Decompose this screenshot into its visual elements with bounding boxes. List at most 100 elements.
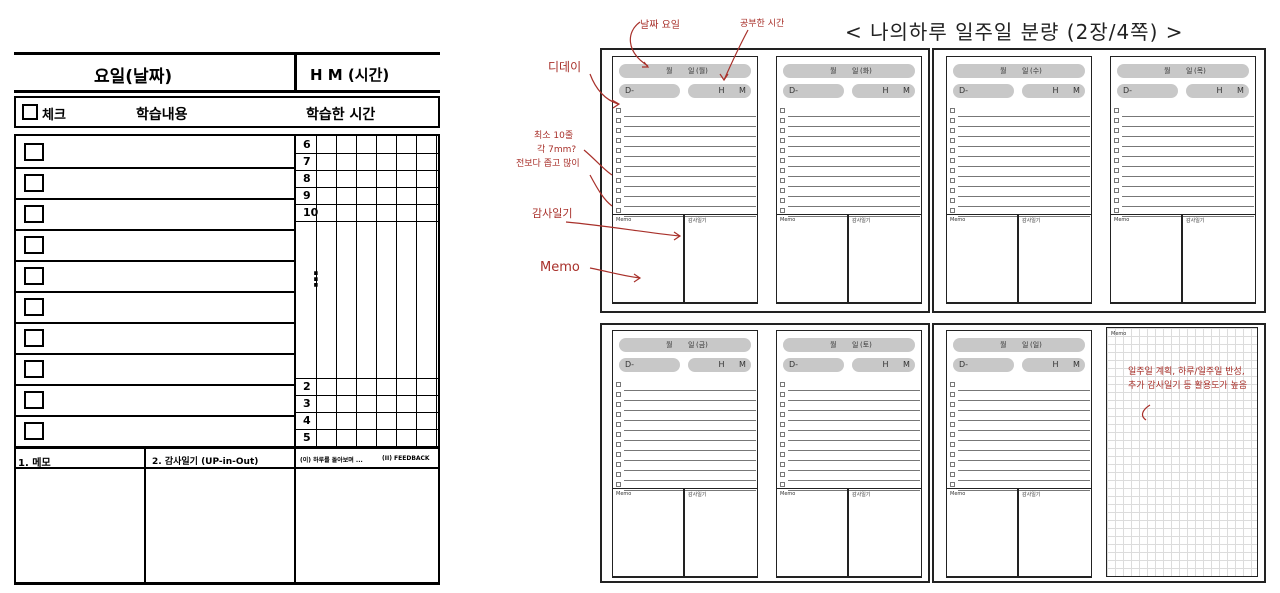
task-checkbox[interactable] (950, 452, 955, 457)
task-checkbox[interactable] (24, 422, 44, 440)
task-checkbox[interactable] (616, 402, 621, 407)
task-checkbox[interactable] (616, 198, 621, 203)
task-checkbox[interactable] (1114, 198, 1119, 203)
task-checkbox[interactable] (950, 402, 955, 407)
task-rule (624, 176, 756, 177)
task-checkbox[interactable] (1114, 178, 1119, 183)
task-rule (958, 146, 1090, 147)
task-checkbox[interactable] (616, 158, 621, 163)
task-checkbox[interactable] (616, 208, 621, 213)
task-checkbox[interactable] (780, 208, 785, 213)
task-checkbox[interactable] (780, 412, 785, 417)
task-rule (1122, 196, 1254, 197)
task-checkbox[interactable] (1114, 158, 1119, 163)
task-checkbox[interactable] (950, 188, 955, 193)
task-checkbox[interactable] (780, 198, 785, 203)
task-checkbox[interactable] (780, 432, 785, 437)
task-checkbox[interactable] (780, 128, 785, 133)
task-rule (788, 176, 920, 177)
task-checkbox[interactable] (24, 174, 44, 192)
task-checkbox[interactable] (616, 178, 621, 183)
header-check-box[interactable] (22, 104, 38, 120)
task-checkbox[interactable] (24, 298, 44, 316)
task-checkbox[interactable] (1114, 168, 1119, 173)
task-checkbox[interactable] (616, 382, 621, 387)
task-checkbox[interactable] (1114, 208, 1119, 213)
task-checkbox[interactable] (616, 148, 621, 153)
task-checkbox[interactable] (780, 168, 785, 173)
task-checkbox[interactable] (950, 148, 955, 153)
task-checkbox[interactable] (616, 108, 621, 113)
task-checkbox[interactable] (24, 329, 44, 347)
task-checkbox[interactable] (780, 108, 785, 113)
task-checkbox[interactable] (950, 392, 955, 397)
task-checkbox[interactable] (950, 208, 955, 213)
task-checkbox[interactable] (616, 462, 621, 467)
task-checkbox[interactable] (780, 148, 785, 153)
task-checkbox[interactable] (1114, 128, 1119, 133)
task-checkbox[interactable] (616, 422, 621, 427)
task-checkbox[interactable] (616, 442, 621, 447)
task-checkbox[interactable] (950, 198, 955, 203)
task-checkbox[interactable] (950, 462, 955, 467)
task-checkbox[interactable] (616, 138, 621, 143)
gratitude-area (848, 214, 922, 304)
task-checkbox[interactable] (780, 482, 785, 487)
task-checkbox[interactable] (780, 382, 785, 387)
task-rule (624, 186, 756, 187)
task-checkbox[interactable] (950, 432, 955, 437)
task-checkbox[interactable] (950, 178, 955, 183)
task-checkbox[interactable] (950, 168, 955, 173)
task-checkbox[interactable] (24, 143, 44, 161)
task-checkbox[interactable] (616, 472, 621, 477)
task-checkbox[interactable] (1114, 188, 1119, 193)
task-checkbox[interactable] (616, 188, 621, 193)
task-checkbox[interactable] (780, 452, 785, 457)
task-checkbox[interactable] (950, 482, 955, 487)
task-checkbox[interactable] (616, 392, 621, 397)
task-checkbox[interactable] (950, 382, 955, 387)
task-checkbox[interactable] (780, 402, 785, 407)
task-checkbox[interactable] (616, 432, 621, 437)
task-checkbox[interactable] (780, 118, 785, 123)
task-checkbox[interactable] (24, 236, 44, 254)
task-checkbox[interactable] (616, 128, 621, 133)
task-checkbox[interactable] (950, 158, 955, 163)
task-checkbox[interactable] (950, 108, 955, 113)
task-checkbox[interactable] (780, 472, 785, 477)
task-rule (788, 430, 920, 431)
task-checkbox[interactable] (780, 138, 785, 143)
task-checkbox[interactable] (780, 178, 785, 183)
task-checkbox[interactable] (950, 472, 955, 477)
task-checkbox[interactable] (1114, 118, 1119, 123)
task-checkbox[interactable] (616, 482, 621, 487)
hour-label: 5 (303, 431, 311, 444)
task-checkbox[interactable] (24, 205, 44, 223)
task-checkbox[interactable] (780, 442, 785, 447)
task-checkbox[interactable] (950, 138, 955, 143)
task-checkbox[interactable] (950, 422, 955, 427)
task-checkbox[interactable] (950, 412, 955, 417)
task-checkbox[interactable] (780, 422, 785, 427)
task-checkbox[interactable] (1114, 138, 1119, 143)
task-checkbox[interactable] (780, 392, 785, 397)
task-checkbox[interactable] (24, 267, 44, 285)
task-checkbox[interactable] (780, 158, 785, 163)
task-checkbox[interactable] (780, 462, 785, 467)
task-checkbox[interactable] (950, 128, 955, 133)
task-checkbox[interactable] (24, 391, 44, 409)
task-checkbox[interactable] (616, 412, 621, 417)
task-checkbox[interactable] (616, 118, 621, 123)
task-checkbox[interactable] (950, 118, 955, 123)
hour-row-line (296, 395, 438, 396)
task-checkbox[interactable] (616, 452, 621, 457)
task-checkbox[interactable] (24, 360, 44, 378)
task-checkbox[interactable] (1114, 108, 1119, 113)
task-checkbox[interactable] (1114, 148, 1119, 153)
task-rule (788, 126, 920, 127)
task-checkbox[interactable] (780, 188, 785, 193)
task-checkbox[interactable] (616, 168, 621, 173)
task-rule (624, 440, 756, 441)
task-checkbox[interactable] (950, 442, 955, 447)
